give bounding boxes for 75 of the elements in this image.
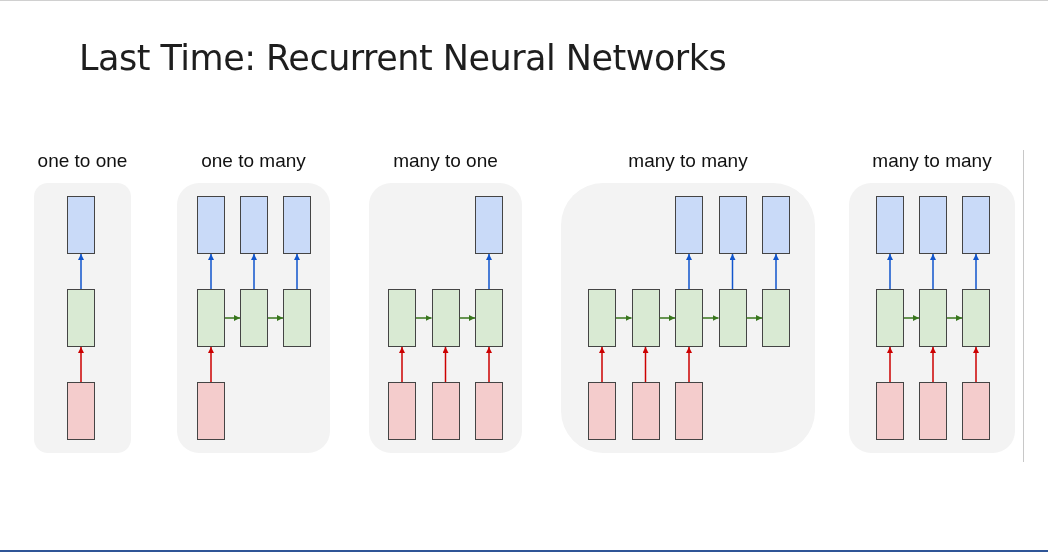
input-box [431, 382, 460, 440]
arrow [745, 315, 763, 321]
output-box [718, 196, 747, 254]
output-box [675, 196, 703, 254]
panel-heading: one to many [200, 150, 307, 172]
arrow [887, 253, 893, 290]
output-box [475, 196, 503, 254]
output-box [240, 196, 268, 254]
output-box [67, 196, 95, 254]
arrow [224, 315, 241, 321]
arrow [78, 253, 84, 290]
hidden-state-box [240, 289, 268, 347]
slide-title: Last Time: Recurrent Neural Networks [79, 38, 727, 78]
arrow [973, 253, 979, 290]
arrow [486, 253, 492, 290]
output-box [919, 196, 947, 254]
hidden-state-box [718, 289, 747, 347]
arrow [729, 253, 736, 290]
arrow [399, 346, 405, 383]
arrow [208, 253, 214, 290]
arrow [486, 346, 492, 383]
panel-heading: many to many [627, 150, 749, 172]
input-box [876, 382, 904, 440]
hidden-state-box [962, 289, 990, 347]
hidden-state-box [197, 289, 225, 347]
arrow [442, 346, 449, 383]
hidden-state-box [588, 289, 616, 347]
hidden-state-box [475, 289, 503, 347]
arrow [267, 315, 284, 321]
arrow [773, 253, 779, 290]
arrow [973, 346, 979, 383]
input-box [67, 382, 95, 440]
arrow [946, 315, 963, 321]
arrow [658, 315, 676, 321]
output-box [962, 196, 990, 254]
arrow [642, 346, 649, 383]
arrow [458, 315, 476, 321]
panel-heading: one to one [36, 150, 129, 172]
input-box [675, 382, 703, 440]
input-box [588, 382, 616, 440]
panel-heading: many to one [392, 150, 499, 172]
hidden-state-box [67, 289, 95, 347]
arrow [930, 253, 936, 290]
input-box [197, 382, 225, 440]
arrow [415, 315, 433, 321]
input-box [962, 382, 990, 440]
hidden-state-box [431, 289, 460, 347]
input-box [919, 382, 947, 440]
hidden-state-box [388, 289, 416, 347]
arrow [208, 346, 214, 383]
arrow [686, 346, 692, 383]
hidden-state-box [283, 289, 311, 347]
hidden-state-box [919, 289, 947, 347]
arrow [930, 346, 936, 383]
arrow [615, 315, 633, 321]
output-box [283, 196, 311, 254]
output-box [197, 196, 225, 254]
hidden-state-box [631, 289, 660, 347]
hidden-state-box [762, 289, 790, 347]
arrow [702, 315, 720, 321]
input-box [631, 382, 660, 440]
output-box [762, 196, 790, 254]
arrow [686, 253, 692, 290]
arrow [294, 253, 300, 290]
input-box [388, 382, 416, 440]
input-box [475, 382, 503, 440]
arrow [599, 346, 605, 383]
arrow [251, 253, 257, 290]
arrow [903, 315, 920, 321]
arrow [887, 346, 893, 383]
panel-heading: many to many [871, 150, 993, 172]
hidden-state-box [675, 289, 703, 347]
hidden-state-box [876, 289, 904, 347]
output-box [876, 196, 904, 254]
arrow [78, 346, 84, 383]
